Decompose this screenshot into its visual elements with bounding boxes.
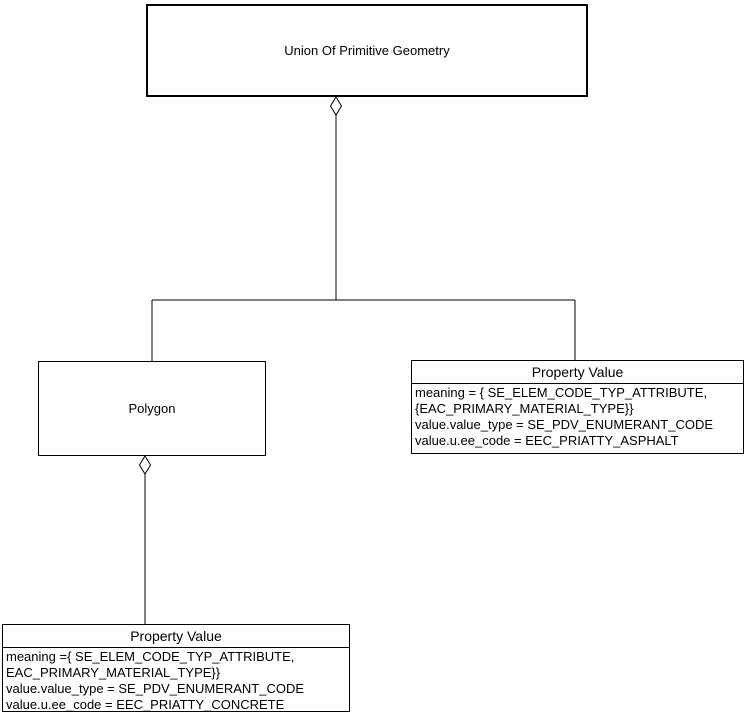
attribute-line: value.value_type = SE_PDV_ENUMERANT_CODE <box>415 417 714 432</box>
node-attributes: meaning = { SE_ELEM_CODE_TYP_ATTRIBUTE, … <box>412 384 743 449</box>
attribute-line: {EAC_PRIMARY_MATERIAL_TYPE}} <box>415 401 634 416</box>
node-property-value-asphalt: Property Value meaning = { SE_ELEM_CODE_… <box>411 360 744 454</box>
aggregation-diamond-icon <box>138 455 152 475</box>
node-title: Property Value <box>412 361 743 384</box>
attribute-line: value.value_type = SE_PDV_ENUMERANT_CODE <box>6 681 305 696</box>
attribute-line: meaning = { SE_ELEM_CODE_TYP_ATTRIBUTE, <box>415 385 708 400</box>
node-polygon: Polygon <box>38 361 266 456</box>
node-title: Property Value <box>3 625 349 648</box>
node-label: Polygon <box>128 401 176 416</box>
attribute-line: meaning ={ SE_ELEM_CODE_TYP_ATTRIBUTE, <box>6 649 295 664</box>
aggregation-diamond-icon <box>329 96 343 116</box>
node-property-value-concrete: Property Value meaning ={ SE_ELEM_CODE_T… <box>2 624 350 712</box>
attribute-line: value.u.ee_code = EEC_PRIATTY_ASPHALT <box>415 433 679 448</box>
attribute-line: EAC_PRIMARY_MATERIAL_TYPE}} <box>6 665 221 680</box>
node-union-of-primitive-geometry: Union Of Primitive Geometry <box>146 4 588 97</box>
attribute-line: value.u.ee_code = EEC_PRIATTY_CONCRETE <box>6 697 285 712</box>
node-label: Union Of Primitive Geometry <box>284 43 450 58</box>
node-attributes: meaning ={ SE_ELEM_CODE_TYP_ATTRIBUTE, E… <box>3 648 349 713</box>
